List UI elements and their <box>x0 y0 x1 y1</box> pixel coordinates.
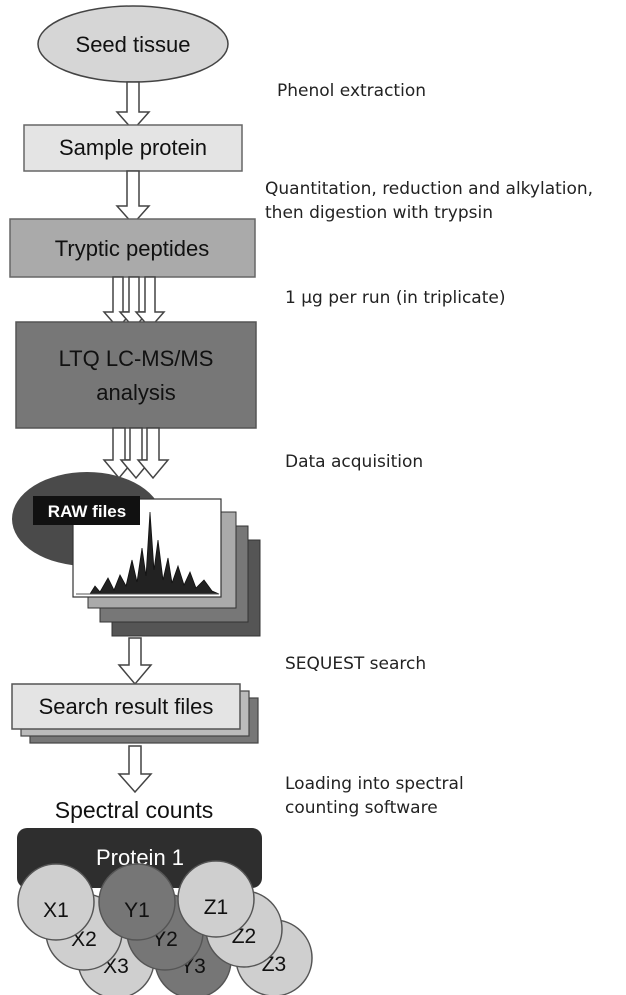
spectral-counts-title: Spectral counts <box>55 797 214 823</box>
sample-protein-node <box>23 124 243 172</box>
peptide-circle-z1 <box>177 860 255 938</box>
lc-ms-label-line1: LTQ LC-MS/MS <box>59 346 214 371</box>
arrow-phenol <box>115 81 151 132</box>
arrow-loading <box>117 745 153 794</box>
raw-files-label-box <box>33 496 140 525</box>
peptide-label-y1: Y1 <box>124 899 150 922</box>
lc-ms-label-line2: analysis <box>96 380 175 405</box>
peptide-circle-x1 <box>17 863 95 941</box>
peptide-label-x1: X1 <box>43 899 69 922</box>
arrow-digestion <box>115 170 151 226</box>
search-result-node <box>11 683 241 730</box>
peptide-label-z1: Z1 <box>204 896 229 919</box>
step-sequest-search: SEQUEST search <box>285 654 427 674</box>
tryptic-peptides-label: Tryptic peptides <box>55 236 209 261</box>
triple-arrow-acquisition <box>102 427 170 480</box>
peptide-circle-y1 <box>98 863 176 941</box>
step-loading-line2: counting software <box>285 798 438 818</box>
step-quantitation-line1: Quantitation, reduction and alkylation, <box>265 179 594 199</box>
lc-ms-node <box>15 321 257 429</box>
seed-tissue-label: Seed tissue <box>76 32 191 57</box>
step-per-run: 1 μg per run (in triplicate) <box>285 288 506 308</box>
step-loading-line1: Loading into spectral <box>285 774 464 794</box>
step-quantitation-line2: then digestion with trypsin <box>265 203 493 223</box>
step-phenol-extraction: Phenol extraction <box>277 81 426 101</box>
raw-files-label: RAW files <box>48 502 126 521</box>
step-data-acquisition: Data acquisition <box>285 452 424 472</box>
triple-arrow-injection <box>102 276 166 330</box>
tryptic-peptides-node <box>9 218 256 278</box>
arrow-sequest <box>117 637 153 686</box>
sample-protein-label: Sample protein <box>59 135 207 160</box>
search-result-label: Search result files <box>39 694 214 719</box>
